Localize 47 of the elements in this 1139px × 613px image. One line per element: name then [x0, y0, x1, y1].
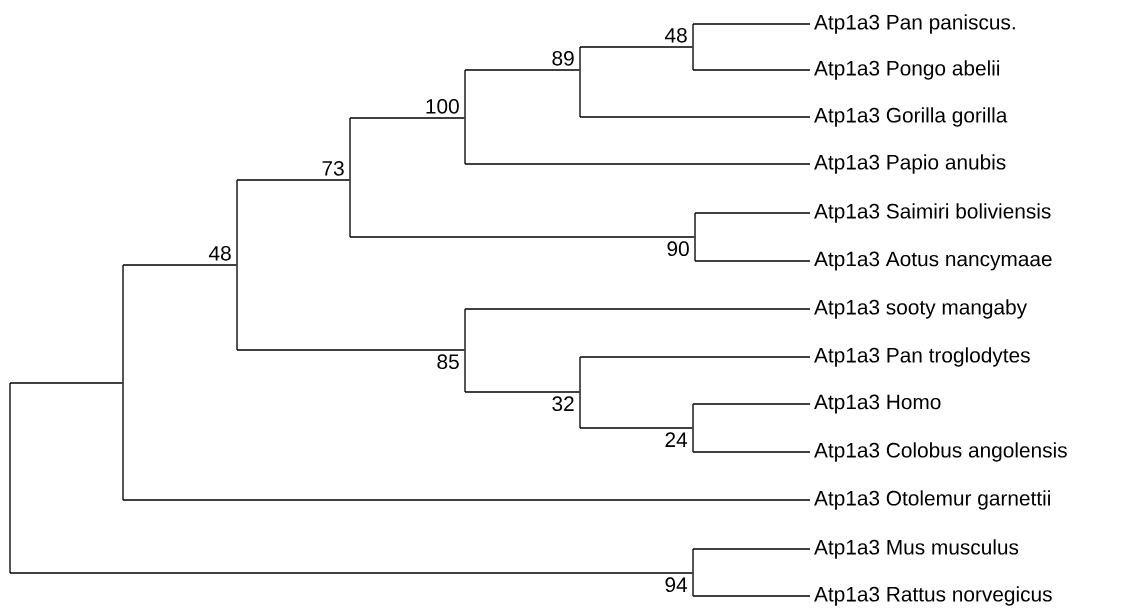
taxon-label: Atp1a3 Rattus norvegicus [814, 586, 1052, 606]
bootstrap-value: 89 [552, 50, 574, 66]
taxon-label: Atp1a3 Mus musculus [814, 539, 1019, 559]
taxon-label: Atp1a3 Aotus nancymaae [814, 251, 1052, 271]
taxon-label: Atp1a3 Pan paniscus. [814, 14, 1015, 34]
tree-branch [236, 349, 465, 351]
tree-branch [9, 382, 123, 384]
tree-branch [579, 427, 693, 429]
tree-branch [464, 163, 811, 165]
tree-branch [692, 548, 811, 550]
tree-branch [579, 356, 811, 358]
tree-branch [579, 46, 693, 48]
tree-branch [692, 451, 811, 453]
taxon-label: Atp1a3 Saimiri boliviensis [814, 203, 1051, 223]
tree-branch [692, 23, 811, 25]
tree-branch [9, 572, 693, 574]
bootstrap-value: 32 [552, 396, 574, 412]
taxon-label: Atp1a3 sooty mangaby [814, 299, 1028, 319]
tree-branch [349, 236, 695, 238]
bootstrap-value: 73 [322, 160, 344, 176]
bootstrap-value: 48 [208, 245, 231, 261]
tree-branch [236, 179, 350, 181]
bootstrap-value: 85 [437, 354, 459, 370]
taxon-label: Atp1a3 Homo [814, 394, 941, 414]
tree-branch [122, 264, 237, 266]
tree-branch [464, 69, 580, 71]
bootstrap-value: 24 [665, 432, 688, 447]
tree-branch [122, 499, 811, 501]
bootstrap-value: 94 [665, 577, 688, 593]
tree-branch [694, 212, 811, 214]
tree-branch [349, 117, 465, 119]
tree-branch [464, 391, 580, 393]
tree-branch [694, 260, 811, 262]
tree-branch [692, 595, 811, 597]
bootstrap-value: 90 [667, 241, 689, 257]
taxon-label: Atp1a3 Pongo abelii [814, 60, 1000, 80]
tree-branch [579, 116, 811, 118]
taxon-label: Atp1a3 Otolemur garnettii [814, 490, 1050, 510]
taxon-label: Atp1a3 Pan troglodytes [814, 347, 1030, 367]
taxon-label: Atp1a3 Papio anubis [814, 154, 1006, 174]
tree-branch [692, 69, 811, 71]
tree-branch [464, 308, 811, 310]
bootstrap-value: 48 [665, 27, 687, 43]
taxon-label: Atp1a3 Gorilla gorilla [814, 107, 1008, 127]
tree-branch [692, 403, 811, 405]
bootstrap-value: 100 [426, 98, 459, 114]
taxon-label: Atp1a3 Colobus angolensis [814, 442, 1067, 462]
